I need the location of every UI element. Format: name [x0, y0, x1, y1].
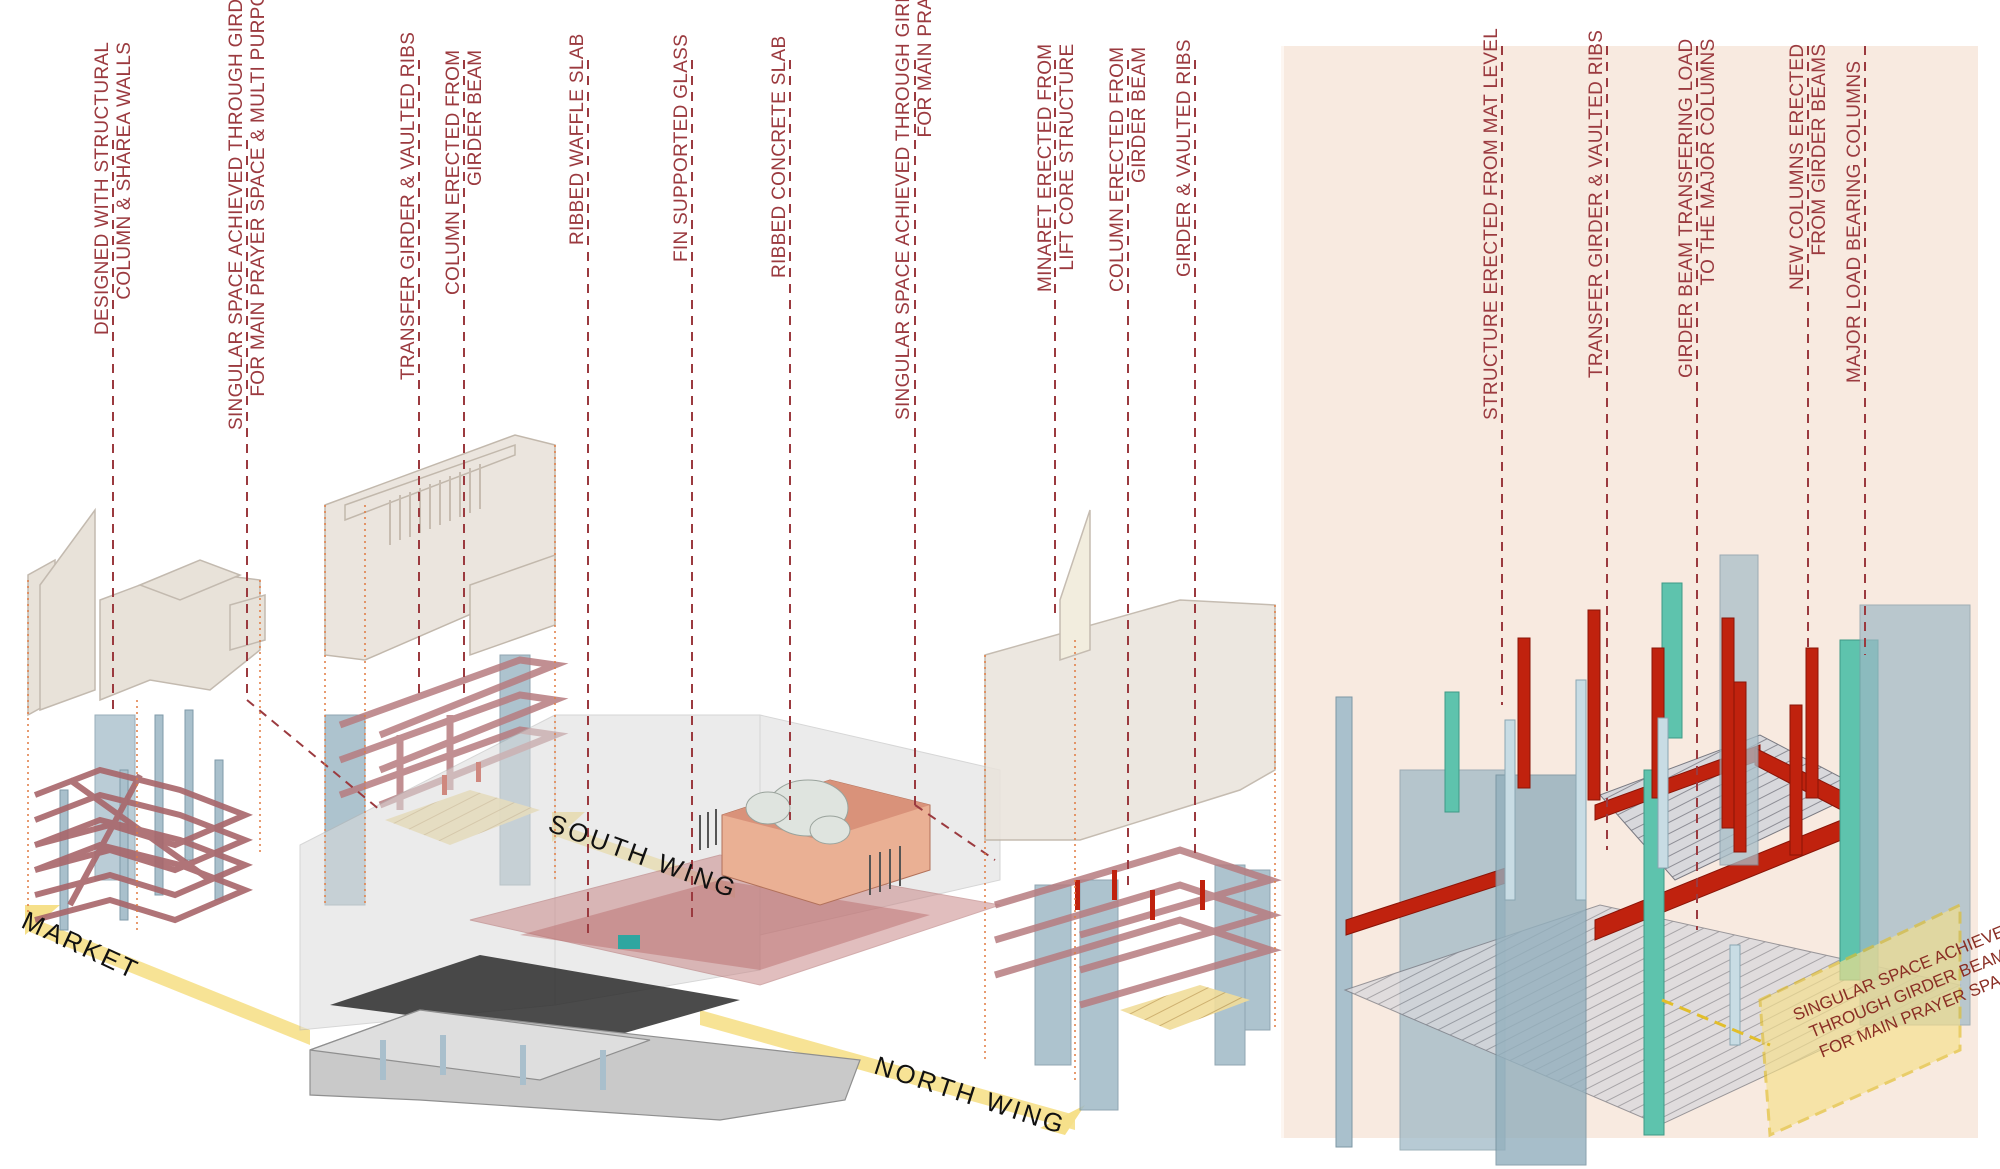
south-wing-walls — [324, 434, 556, 661]
label-column-erected-1: COLUMN ERECTED FROM GIRDER BEAM — [443, 50, 487, 295]
label-fin-supported-glass: FIN SUPPORTED GLASS — [671, 34, 693, 262]
label-new-columns: NEW COLUMNS ERECTED FROM GIRDER BEAMS — [1787, 44, 1831, 290]
label-line: STRUCTURE ERECTED FROM MAT LEVEL — [1481, 27, 1502, 420]
label-column-erected-2: COLUMN ERECTED FROM GIRDER BEAM — [1107, 47, 1151, 292]
label-line: COLUMN ERECTED FROM — [443, 49, 464, 295]
market-frame — [33, 709, 253, 931]
label-line: FOR MAIN PRAYER SPACE — [915, 0, 936, 138]
label-line: GIRDER BEAM — [1129, 46, 1150, 183]
label-line: DESIGNED WITH STRUCTURAL — [92, 41, 113, 335]
label-line: GIRDER & VAULTED RIBS — [1174, 39, 1195, 277]
north-wing-frame — [994, 846, 1282, 1111]
label-singular-space-prayer: SINGULAR SPACE ACHIEVED THROUGH GIRDER B… — [893, 0, 937, 420]
label-transfer-girder-detail: TRANSFER GIRDER & VAULTED RIBS — [1586, 30, 1608, 378]
label-line: COLUMN ERECTED FROM — [1107, 46, 1128, 292]
label-line: NEW COLUMNS ERECTED — [1787, 43, 1808, 290]
label-line: GIRDER BEAM TRANSFERING LOAD — [1676, 38, 1697, 378]
label-line: MAJOR LOAD BEARING COLUMNS — [1844, 60, 1865, 383]
label-line: TRANSFER GIRDER & VAULTED RIBS — [398, 31, 419, 380]
label-line: FIN SUPPORTED GLASS — [671, 33, 692, 262]
label-line: FOR MAIN PRAYER SPACE & MULTI PURPOSE HA… — [248, 0, 269, 397]
label-structural-walls: DESIGNED WITH STRUCTURAL COLUMN & SHAREA… — [92, 42, 136, 335]
label-girder-vaulted-ribs: GIRDER & VAULTED RIBS — [1174, 39, 1196, 277]
label-line: TO THE MAJOR COLUMNS — [1698, 38, 1719, 286]
leader-lines — [112, 46, 1866, 940]
label-structure-mat-level: STRUCTURE ERECTED FROM MAT LEVEL — [1481, 28, 1503, 420]
label-singular-space-halls: SINGULAR SPACE ACHIEVED THROUGH GIRDER B… — [226, 0, 270, 430]
label-line: COLUMN & SHAREA WALLS — [114, 41, 135, 300]
label-girder-beam-load: GIRDER BEAM TRANSFERING LOAD TO THE MAJO… — [1676, 38, 1720, 378]
label-line: SINGULAR SPACE ACHIEVED THROUGH GIRDER B… — [226, 0, 247, 430]
label-transfer-girder: TRANSFER GIRDER & VAULTED RIBS — [398, 32, 420, 380]
label-ribbed-concrete-slab: RIBBED CONCRETE SLAB — [769, 36, 791, 279]
label-line: SINGULAR SPACE ACHIEVED THROUGH GIRDER B… — [893, 0, 914, 420]
detail-model — [1335, 554, 1971, 1166]
label-line: RIBBED CONCRETE SLAB — [769, 35, 790, 279]
label-line: FROM GIRDER BEAMS — [1809, 43, 1830, 256]
north-wing-walls — [984, 509, 1276, 841]
label-minaret: MINARET ERECTED FROM LIFT CORE STRUCTURE — [1035, 44, 1079, 292]
basement-structure — [309, 1009, 861, 1121]
vaulted-ribs — [389, 464, 481, 545]
label-line: LIFT CORE STRUCTURE — [1057, 43, 1078, 271]
label-ribbed-waffle-slab: RIBBED WAFFLE SLAB — [567, 33, 589, 245]
label-line: RIBBED WAFFLE SLAB — [567, 33, 588, 245]
label-line: GIRDER BEAM — [465, 49, 486, 186]
projection-lines — [27, 445, 1276, 1080]
market-walls — [27, 507, 266, 717]
label-line: MINARET ERECTED FROM — [1035, 43, 1056, 292]
north-wing-arrow — [700, 1010, 1085, 1135]
label-major-load-columns: MAJOR LOAD BEARING COLUMNS — [1844, 61, 1866, 383]
mosque-model — [699, 779, 931, 906]
label-line: TRANSFER GIRDER & VAULTED RIBS — [1586, 29, 1607, 378]
